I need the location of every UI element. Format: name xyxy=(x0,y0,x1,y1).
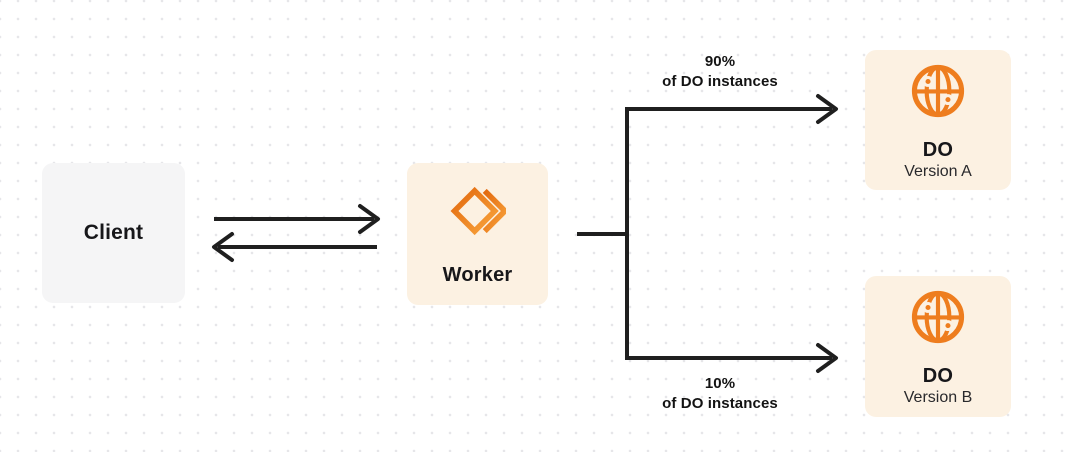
worker-node: Worker xyxy=(407,163,548,305)
branch-caption-10: of DO instances xyxy=(662,394,778,412)
worker-label: Worker xyxy=(442,264,513,286)
globe-icon xyxy=(911,64,965,118)
branch-percent-90: 90% xyxy=(704,53,736,70)
arrowhead-do-a xyxy=(816,94,838,124)
workers-chevron-icon xyxy=(450,186,506,236)
do-b-subtitle: Version B xyxy=(903,389,973,406)
arrow-worker-to-client xyxy=(212,232,377,262)
branch-percent-10: 10% xyxy=(704,375,736,392)
globe-icon xyxy=(911,290,965,344)
client-label: Client xyxy=(83,221,144,244)
do-b-title: DO xyxy=(922,365,954,387)
branch-caption-90: of DO instances xyxy=(662,72,778,90)
branch-label-10: 10% of DO instances xyxy=(610,374,830,413)
branch-trunk xyxy=(625,107,832,360)
do-version-a-node: DO Version A xyxy=(865,50,1011,190)
arrowhead-do-b xyxy=(816,343,838,373)
do-version-b-node: DO Version B xyxy=(865,276,1011,417)
branch-label-90: 90% of DO instances xyxy=(610,52,830,91)
do-a-subtitle: Version A xyxy=(904,163,972,180)
client-node: Client xyxy=(42,163,185,303)
do-a-title: DO xyxy=(922,139,954,161)
arrow-client-to-worker xyxy=(214,204,380,234)
